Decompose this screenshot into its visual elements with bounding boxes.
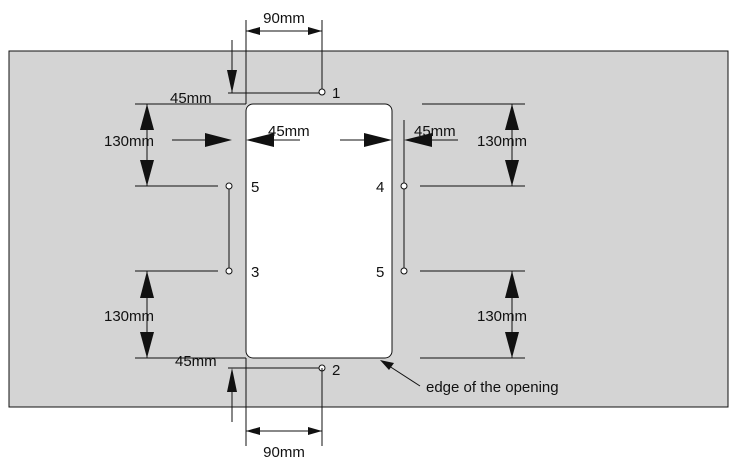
dim-inner-left: 45mm xyxy=(268,123,310,140)
hole-5-right xyxy=(400,267,408,275)
hole-label-5-right: 5 xyxy=(376,264,384,281)
hole-3 xyxy=(225,267,233,275)
hole-label-4: 4 xyxy=(376,179,384,196)
dim-inner-right: 45mm xyxy=(414,123,456,140)
dim-top-width: 90mm xyxy=(263,10,305,27)
hole-1 xyxy=(318,88,326,96)
hole-label-5-left: 5 xyxy=(251,179,259,196)
dim-bottom-width: 90mm xyxy=(263,444,305,461)
opening xyxy=(245,103,393,359)
hole-5-left xyxy=(225,182,233,190)
edge-annotation: edge of the opening xyxy=(426,379,559,396)
dim-left-lower: 130mm xyxy=(104,308,154,325)
dim-left-upper: 130mm xyxy=(104,133,154,150)
dim-top-offset: 45mm xyxy=(170,90,212,107)
hole-label-3: 3 xyxy=(251,264,259,281)
hole-label-1: 1 xyxy=(332,85,340,102)
hole-4 xyxy=(400,182,408,190)
dim-right-upper: 130mm xyxy=(477,133,527,150)
hole-label-2: 2 xyxy=(332,362,340,379)
dim-bottom-offset: 45mm xyxy=(175,353,217,370)
dim-right-lower: 130mm xyxy=(477,308,527,325)
